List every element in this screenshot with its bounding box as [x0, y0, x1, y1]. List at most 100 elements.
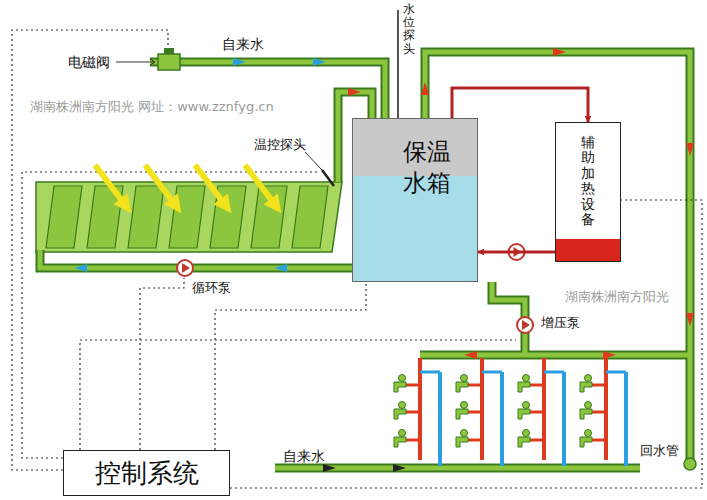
sun-ray — [95, 165, 126, 206]
faucet-grid — [592, 439, 606, 442]
pipe-label: 自来水 — [222, 36, 264, 52]
faucet-grid — [394, 382, 406, 392]
flow-arrow — [686, 143, 694, 156]
faucet-grid — [500, 372, 504, 466]
return-outlet — [684, 458, 696, 470]
sun-ray — [195, 165, 226, 206]
faucet-grid — [456, 382, 468, 392]
faucet-grid — [530, 384, 544, 387]
leader-line — [116, 59, 322, 170]
faucet-grid — [420, 371, 440, 374]
node-label: 控制系统 — [95, 456, 199, 491]
solar-panel — [46, 186, 328, 248]
faucet-grid — [518, 409, 530, 419]
faucet-grid — [399, 402, 406, 409]
pump-symbol — [177, 260, 193, 276]
faucet-grid — [585, 375, 592, 382]
faucet-grid — [468, 439, 482, 442]
pump-symbol — [517, 317, 533, 333]
faucet-grid — [580, 382, 592, 392]
faucet-grid — [580, 437, 592, 447]
faucet-grid — [518, 382, 530, 392]
faucet-grid — [523, 430, 530, 437]
control-wire — [215, 282, 366, 450]
watermark: 湖南株洲南方阳光 网址：www.zznfyg.cn — [30, 100, 274, 115]
faucet-grid — [399, 430, 406, 437]
flow-arrow — [464, 351, 477, 359]
dotted-control-wire — [140, 278, 184, 450]
water-pipe — [40, 52, 690, 468]
solar-panel — [36, 182, 342, 252]
faucet-grid — [523, 375, 530, 382]
probe-label: 水位探头 — [403, 3, 415, 56]
faucet-grid — [523, 402, 530, 409]
temperature-probe — [322, 170, 334, 186]
flow-arrow — [603, 351, 616, 359]
pump-symbol — [182, 263, 190, 273]
solar-panel — [292, 186, 328, 248]
pump-symbol — [517, 317, 533, 333]
flow-arrow — [274, 264, 287, 272]
flow-arrow — [233, 58, 246, 66]
faucet-grid — [406, 411, 420, 414]
flow-arrow — [323, 464, 336, 472]
node-label: 保温水箱 — [403, 137, 451, 199]
temperature-probe — [322, 170, 334, 186]
control-system: 控制系统 — [63, 450, 230, 496]
pipe-outline — [40, 52, 690, 468]
faucet-grid — [580, 409, 592, 419]
sun-ray — [95, 165, 276, 206]
faucet-grid — [544, 371, 564, 374]
flow-arrow — [313, 58, 326, 66]
faucet-grid — [406, 439, 420, 442]
faucet-grid — [606, 371, 626, 374]
sun-ray — [245, 165, 276, 206]
pump-symbol — [522, 320, 530, 330]
flow-arrow — [553, 48, 566, 56]
faucet-grid — [592, 384, 606, 387]
faucet-grid — [406, 384, 420, 387]
faucet-grid — [456, 409, 468, 419]
leader-line — [116, 62, 154, 63]
solar-panel — [46, 186, 82, 248]
node-label: 辅助加热设备 — [581, 135, 595, 227]
faucet-grid — [399, 375, 406, 382]
pump-label: 循环泵 — [192, 281, 231, 296]
pump-label: 增压泵 — [541, 316, 580, 331]
faucet-grid — [438, 372, 442, 466]
dotted-control-wire — [12, 30, 516, 470]
solenoid-valve — [158, 48, 180, 70]
watermark: 湖南株洲南方阳光 — [565, 290, 669, 305]
faucet-grid — [468, 384, 482, 387]
valve-label: 电磁阀 — [68, 54, 110, 70]
faucet-grid — [461, 402, 468, 409]
faucet-grid — [592, 411, 606, 414]
hot-water-pipe — [478, 251, 555, 254]
faucet-grid — [585, 402, 592, 409]
flow-arrow — [393, 464, 406, 472]
faucet-grid — [461, 430, 468, 437]
faucet-grid — [394, 437, 406, 447]
flow-arrow — [74, 264, 87, 272]
sun-ray — [145, 165, 176, 206]
solar-panel — [36, 182, 342, 252]
faucet-grid — [562, 372, 566, 466]
leader-line — [305, 152, 322, 170]
pipe-label: 回水管 — [640, 444, 679, 459]
return-outlet — [684, 458, 696, 470]
pump-symbol — [177, 260, 193, 276]
faucet-grid — [394, 409, 406, 419]
insulated-tank: 保温水箱 — [352, 118, 478, 282]
faucet-grid — [585, 430, 592, 437]
faucet-grid — [461, 375, 468, 382]
pipe-outline — [40, 52, 690, 468]
solenoid-valve — [164, 48, 174, 54]
leader-line — [150, 59, 155, 65]
faucet-grid — [518, 437, 530, 447]
water-pipe — [40, 52, 690, 468]
faucet-grid — [530, 439, 544, 442]
hot-water-pipe — [452, 88, 588, 122]
faucet-grid — [394, 358, 626, 466]
pipe-label: 自来水 — [283, 448, 325, 464]
